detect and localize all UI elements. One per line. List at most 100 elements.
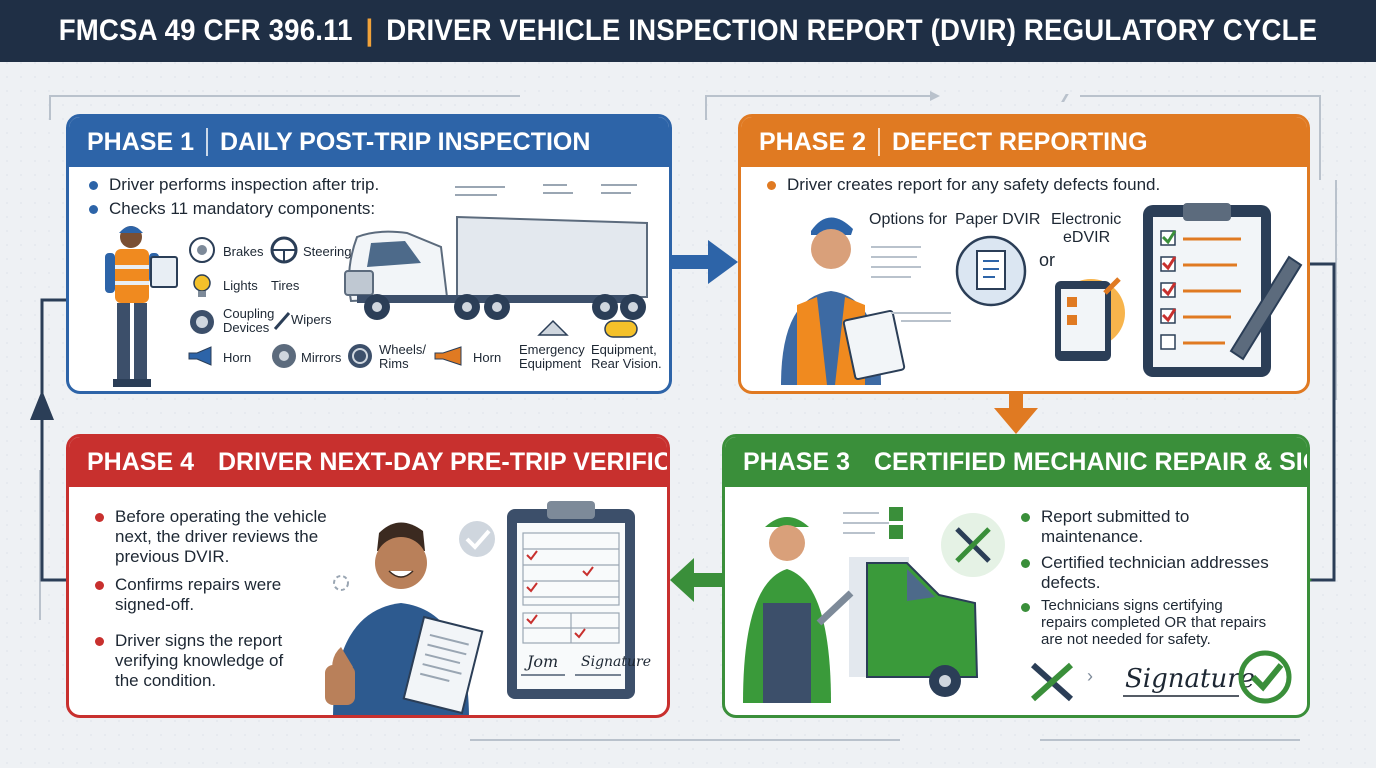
bullet-dot: [767, 181, 776, 190]
phase-2-header: PHASE 2 DEFECT REPORTING: [741, 117, 1307, 167]
wheels-rims-icon: [348, 344, 372, 368]
edvir-tablet-icon: [1055, 277, 1125, 361]
signed-clipboard-illustration: [507, 501, 635, 699]
phase-4-bullet-3-line-2: verifying knowledge of: [115, 651, 284, 670]
component-wheels-line-2: Rims: [379, 356, 409, 371]
phase-4-bullet-1-line-2: next, the driver reviews the: [115, 527, 319, 546]
title-bar: FMCSA 49 CFR 396.11 | DRIVER VEHICLE INSPE…: [0, 0, 1376, 62]
driver-thumbs-up-illustration: [325, 521, 495, 715]
phase-3-bullet-1-line-2: maintenance.: [1041, 527, 1144, 546]
phase-1-bullet-1: Driver performs inspection after trip.: [109, 175, 380, 194]
phase-4-bullet-2-line-1: Confirms repairs were: [115, 575, 282, 594]
phase-2-number: PHASE 2: [759, 127, 866, 156]
phase-3-bullet-2-line-1: Certified technician addresses: [1041, 553, 1269, 572]
electronic-label-line-2: eDVIR: [1063, 229, 1111, 246]
phase-1-panel: PHASE 1 DAILY POST-TRIP INSPECTION Driver…: [66, 114, 672, 394]
bullet-dot: [1021, 513, 1030, 522]
mirrors-icon: [272, 344, 296, 368]
bullet-dot: [1021, 603, 1030, 612]
emergency-equipment-icon: [537, 319, 569, 336]
component-coupling-line-1: Coupling: [223, 306, 275, 321]
component-horn-2: Horn: [473, 350, 502, 365]
circuit-arrow: [930, 91, 940, 101]
steering-icon: [270, 236, 298, 264]
electronic-label-line-1: Electronic: [1051, 211, 1122, 228]
bullet-dot: [95, 637, 104, 646]
phase-3-title: CERTIFIED MECHANIC REPAIR & SIGN-OFF: [873, 447, 1307, 476]
phase-4-title: DRIVER NEXT-DAY PRE-TRIP VERIFICATION: [217, 447, 670, 476]
bullet-dot: [95, 581, 104, 590]
phase-1-title: DAILY POST-TRIP INSPECTION: [219, 127, 591, 156]
mechanic-and-truck-illustration: [743, 507, 979, 703]
paper-dvir-icon: [955, 235, 1027, 307]
component-wheels-line-1: Wheels/: [379, 342, 426, 357]
title-separator: |: [365, 14, 374, 47]
arrow-head-phase3-to-phase4: [670, 558, 694, 602]
component-mirrors: Mirrors: [301, 350, 342, 365]
report-lines-decoration: [871, 246, 951, 322]
coupling-devices-icon: [190, 310, 214, 334]
tools-icon: [1030, 662, 1074, 702]
phase-1-bullet-2: Checks 11 mandatory components:: [109, 199, 376, 218]
wipers-icon: [273, 312, 291, 330]
loop-arrow-up: [30, 390, 54, 420]
phase-2-title: DEFECT REPORTING: [891, 127, 1148, 156]
component-emergency-line-2: Equipment: [519, 356, 582, 371]
component-wipers: Wipers: [291, 312, 332, 327]
component-brakes: Brakes: [223, 244, 264, 259]
component-coupling-line-2: Devices: [223, 320, 270, 335]
phase-3-bullet-1-line-1: Report submitted to: [1041, 507, 1190, 526]
phase-4-bullet-2-line-2: signed-off.: [115, 595, 195, 614]
truck-illustration: [344, 184, 648, 320]
signature-line: [1123, 695, 1239, 697]
paper-dvir-label: Paper DVIR: [955, 211, 1041, 228]
page-title: FMCSA 49 CFR 396.11 | DRIVER VEHICLE INSPE…: [59, 14, 1318, 48]
component-steering: Steering: [303, 244, 352, 259]
loop-line-phase2-to-phase3: [1310, 262, 1336, 582]
driver-signature-1: Jom: [527, 652, 559, 671]
wrench-screwdriver-icon: [941, 513, 1005, 577]
phase-4-bullet-1-line-1: Before operating the vehicle: [115, 507, 327, 526]
flow-chevron: ›: [1087, 666, 1093, 686]
component-emergency-line-1: Emergency: [519, 342, 585, 357]
circuit-line: [705, 95, 930, 120]
lights-icon: [193, 274, 211, 297]
bullet-dot: [89, 205, 98, 214]
phase-3-bullet-3-line-1: Technicians signs certifying: [1041, 597, 1223, 614]
horn-icon: [188, 346, 212, 366]
options-label: Options for: [869, 211, 948, 228]
loop-line-phase4-to-phase1: [40, 298, 66, 582]
circuit-line: [49, 95, 66, 120]
brakes-icon: [189, 237, 215, 263]
phase-4-bullet-3-line-1: Driver signs the report: [115, 631, 283, 650]
arrow-head-phase2-to-phase3: [994, 408, 1038, 434]
bullet-dot: [95, 513, 104, 522]
component-tires: Tires: [271, 278, 300, 293]
driver-signature-2: Signature: [581, 654, 652, 670]
phase-4-panel: PHASE 4 DRIVER NEXT-DAY PRE-TRIP VERIFICA…: [66, 434, 670, 718]
circuit-line: [1080, 95, 1321, 180]
phase-3-bullet-2-line-2: defects.: [1041, 573, 1101, 592]
phase-4-number: PHASE 4: [87, 447, 194, 476]
title-main: DRIVER VEHICLE INSPECTION REPORT (DVIR) …: [386, 14, 1318, 47]
component-equipment-line-2: Rear Vision.: [591, 356, 662, 371]
phase-4-header: PHASE 4 DRIVER NEXT-DAY PRE-TRIP VERIFICA…: [69, 437, 667, 487]
phase-1-header: PHASE 1 DAILY POST-TRIP INSPECTION: [69, 117, 669, 167]
check-circle-icon: [1238, 650, 1292, 704]
component-equipment-line-1: Equipment,: [591, 342, 657, 357]
component-horn-1: Horn: [223, 350, 252, 365]
title-regulation: FMCSA 49 CFR 396.11: [58, 14, 353, 47]
phase-1-number: PHASE 1: [87, 127, 194, 156]
phase-3-bullet-3-line-2: repairs completed OR that repairs: [1041, 614, 1267, 631]
rear-vision-icon: [604, 320, 638, 338]
inspector-illustration: [105, 226, 178, 387]
large-checklist-tablet-icon: [1143, 203, 1303, 377]
bullet-dot: [89, 181, 98, 190]
bullet-dot: [1021, 559, 1030, 568]
driver-with-clipboard-illustration: [781, 217, 906, 385]
or-label: or: [1039, 250, 1056, 270]
